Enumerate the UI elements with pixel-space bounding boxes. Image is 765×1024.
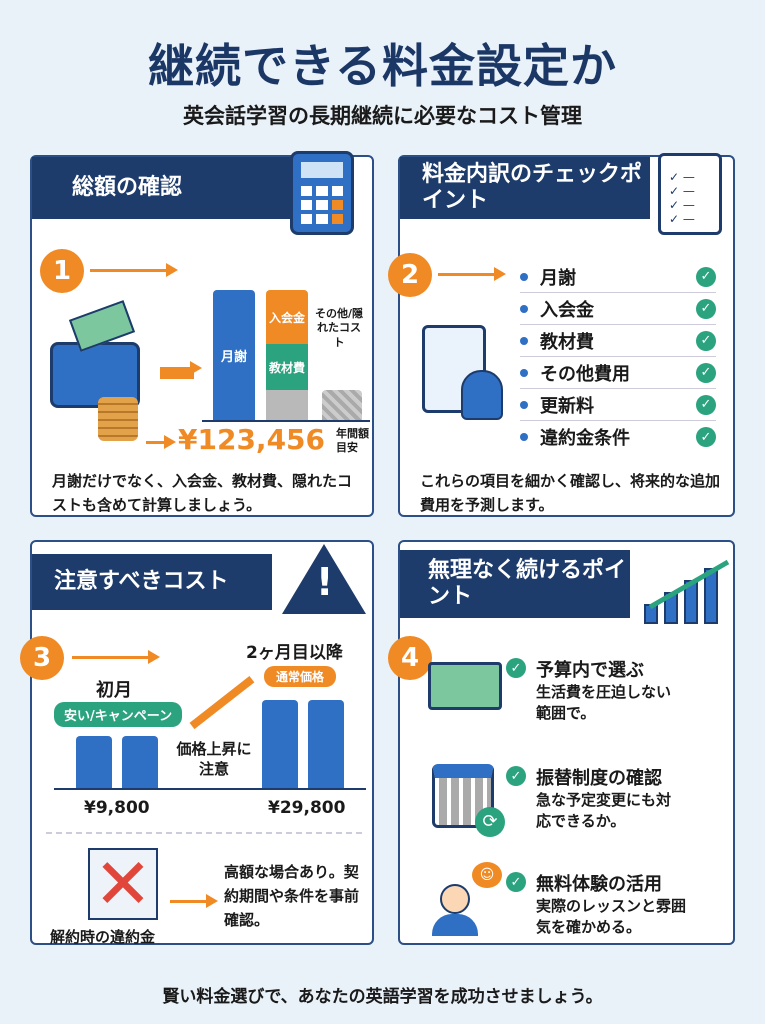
footer-message: 賢い料金選びで、あなたの英語学習を成功させましょう。 bbox=[162, 987, 603, 1007]
later-price: ¥29,800 bbox=[268, 798, 346, 818]
bar-later-month bbox=[308, 700, 344, 788]
tip-item: ✓ 無料体験の活用実際のレッスンと雰囲気を確かめる。 bbox=[506, 870, 687, 938]
item-label: 教材費 bbox=[540, 331, 594, 353]
tip-title: 予算内で選ぶ bbox=[536, 660, 644, 681]
item-label: 更新料 bbox=[540, 395, 594, 417]
first-price: ¥9,800 bbox=[84, 798, 150, 818]
later-months-label: 2ヶ月目以降 bbox=[246, 643, 343, 663]
price-rise-note: 価格上昇に注意 bbox=[176, 740, 252, 778]
rising-arrow-icon bbox=[189, 676, 255, 730]
penalty-label: 解約時の違約金 bbox=[50, 928, 156, 946]
campaign-tag: 安い/キャンペーン bbox=[54, 702, 183, 727]
panel-caution: 注意すべきコスト ! 3 初月 安い/キャンペーン 価格上昇に注意 2ヶ月目以降… bbox=[20, 540, 374, 946]
check-icon: ✓ bbox=[696, 394, 716, 415]
page-title: 継続できる料金設定か bbox=[147, 39, 618, 93]
penalty-description: 高額な場合あり。契約期間や条件を事前確認。 bbox=[224, 863, 360, 929]
panel-header: 料金内訳のチェックポイント bbox=[400, 157, 650, 219]
panel-header: 注意すべきコスト bbox=[32, 554, 272, 610]
check-icon: ✓ bbox=[506, 872, 526, 892]
baseline bbox=[54, 788, 366, 790]
item-label: 月謝 bbox=[540, 267, 576, 289]
arrow-icon bbox=[438, 267, 506, 281]
list-item: 違約金条件 ✓ bbox=[520, 421, 716, 453]
list-item: 教材費 ✓ bbox=[520, 325, 716, 357]
list-item: その他費用 ✓ bbox=[520, 357, 716, 389]
arrow-icon bbox=[72, 650, 160, 664]
wallet-icon bbox=[50, 300, 140, 408]
tip-text: 生活費を圧迫しない範囲で。 bbox=[536, 683, 672, 722]
growth-chart-icon bbox=[644, 552, 730, 624]
bar-entry-fee: 入会金 bbox=[266, 290, 308, 344]
step-number: 2 bbox=[388, 253, 432, 297]
other-cost-label: その他/隠れたコスト bbox=[314, 307, 364, 349]
panel-description: 月謝だけでなく、入会金、教材費、隠れたコストも含めて計算しましょう。 bbox=[52, 472, 353, 514]
item-label: 違約金条件 bbox=[540, 428, 630, 449]
calculator-icon bbox=[290, 151, 354, 235]
item-label: 入会金 bbox=[540, 299, 594, 321]
bar-materials: 教材費 bbox=[266, 344, 308, 390]
bar-first-month bbox=[122, 736, 158, 788]
clipboard-icon: ✓ —✓ —✓ —✓ — bbox=[658, 153, 722, 235]
coins-icon bbox=[98, 397, 138, 441]
tip-item: ✓ 予算内で選ぶ生活費を圧迫しない範囲で。 bbox=[506, 656, 676, 724]
arrow-icon bbox=[90, 263, 178, 277]
panel-total-cost: 総額の確認 1 月謝 入会金 教材費 その他/隠れたコスト ¥123,456 年… bbox=[30, 151, 374, 517]
check-icon: ✓ bbox=[696, 330, 716, 351]
divider bbox=[46, 832, 362, 834]
check-icon: ✓ bbox=[696, 362, 716, 383]
clipboard-person-icon bbox=[422, 325, 503, 420]
list-item: 更新料 ✓ bbox=[520, 389, 716, 421]
first-month-label: 初月 bbox=[96, 680, 132, 701]
baseline bbox=[202, 420, 370, 422]
check-icon: ✓ bbox=[506, 766, 526, 786]
regular-price-tag: 通常価格 bbox=[264, 666, 337, 687]
check-icon: ✓ bbox=[696, 266, 716, 287]
tip-text: 実際のレッスンと雰囲気を確かめる。 bbox=[536, 897, 687, 936]
list-item: 入会金 ✓ bbox=[520, 293, 716, 325]
check-icon: ✓ bbox=[696, 298, 716, 319]
item-label: その他費用 bbox=[540, 363, 630, 385]
check-icon: ✓ bbox=[506, 658, 526, 678]
bar-later-month bbox=[262, 700, 298, 788]
total-note: 年間額目安 bbox=[336, 427, 369, 455]
step-number: 4 bbox=[388, 636, 432, 680]
tip-title: 無料体験の活用 bbox=[536, 874, 662, 895]
bar-other bbox=[322, 390, 362, 420]
bar-monthly: 月謝 bbox=[213, 290, 255, 420]
panel-header: 総額の確認 bbox=[32, 157, 294, 219]
panel-breakdown: 料金内訳のチェックポイント ✓ —✓ —✓ —✓ — 2 月謝 ✓ 入会金 ✓ 教材… bbox=[388, 153, 735, 517]
calendar-icon: ⟳ bbox=[432, 764, 505, 837]
step-number: 1 bbox=[40, 249, 84, 293]
arrow-icon bbox=[146, 435, 176, 449]
total-amount: ¥123,456 bbox=[178, 423, 326, 456]
stacked-bar: 入会金 教材費 bbox=[266, 290, 308, 420]
money-scale-icon bbox=[428, 662, 502, 710]
tip-item: ✓ 振替制度の確認急な予定変更にも対応できるか。 bbox=[506, 764, 676, 832]
panel-header: 無理なく続けるポイント bbox=[400, 550, 630, 618]
person-chat-icon: ☺ bbox=[432, 862, 502, 936]
panel-sustainable: 無理なく続けるポイント 4 ⟳ ☺ ✓ 予算内で選ぶ生活費を圧迫しない範囲で。 ✓… bbox=[388, 540, 735, 945]
check-icon: ✓ bbox=[696, 427, 716, 447]
tip-title: 振替制度の確認 bbox=[536, 768, 662, 789]
cancelled-contract-icon: ✕ bbox=[88, 848, 158, 920]
list-item: 月謝 ✓ bbox=[520, 261, 716, 293]
step-number: 3 bbox=[20, 636, 64, 680]
page-subtitle: 英会話学習の長期継続に必要なコスト管理 bbox=[183, 104, 582, 128]
bar-first-month bbox=[76, 736, 112, 788]
warning-icon: ! bbox=[282, 544, 366, 614]
tip-text: 急な予定変更にも対応できるか。 bbox=[536, 791, 672, 830]
arrow-icon bbox=[160, 361, 202, 379]
arrow-icon bbox=[170, 894, 218, 908]
panel-description: これらの項目を細かく確認し、将来的な追加費用を予測します。 bbox=[420, 472, 721, 514]
